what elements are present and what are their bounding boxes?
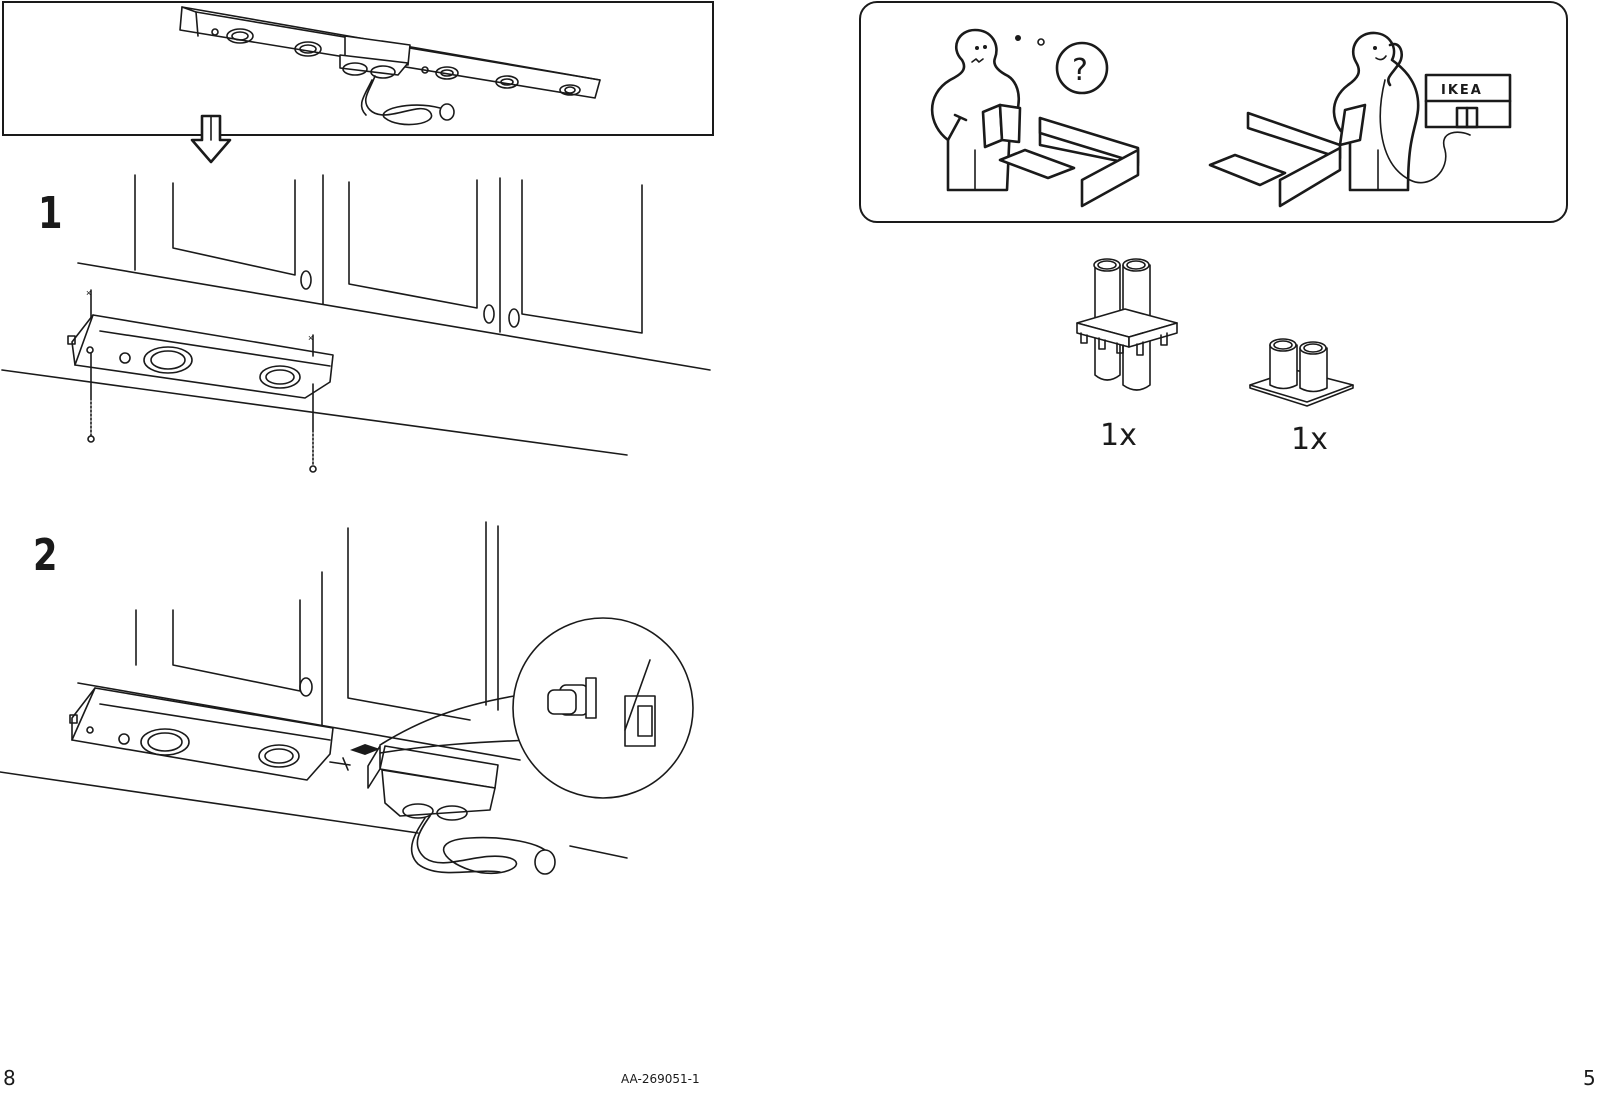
confused-person-illustration: ? (930, 28, 1140, 208)
step-1-number: 1 (38, 188, 63, 239)
document-code: AA-269051-1 (621, 1072, 700, 1086)
page-number-right: 5 (1583, 1066, 1596, 1090)
part-double-connector-with-clip (1076, 258, 1178, 391)
page-number-left: 8 (3, 1066, 16, 1090)
overview-light-bar-illustration (179, 6, 601, 126)
step-2-number: 2 (33, 530, 58, 581)
part-double-connector-short-base (1249, 338, 1354, 407)
svg-text:×: × (308, 333, 313, 343)
person-calling-store-illustration (1208, 31, 1512, 208)
help-panel (859, 1, 1568, 223)
hollow-down-arrow-icon (190, 114, 232, 164)
step-2-illustration (0, 521, 694, 875)
svg-text:×: × (86, 288, 91, 298)
part-2-quantity: 1x (1291, 422, 1328, 457)
ikea-store-sign: IKEA (1441, 83, 1483, 98)
part-1-quantity: 1x (1100, 418, 1137, 453)
left-page: 1 × × 2 (0, 1, 714, 1090)
question-mark-icon: ? (1072, 53, 1088, 88)
step-1-illustration: × × (1, 174, 711, 473)
overview-panel (2, 1, 714, 136)
right-page: ? IKEA (800, 0, 1599, 1105)
